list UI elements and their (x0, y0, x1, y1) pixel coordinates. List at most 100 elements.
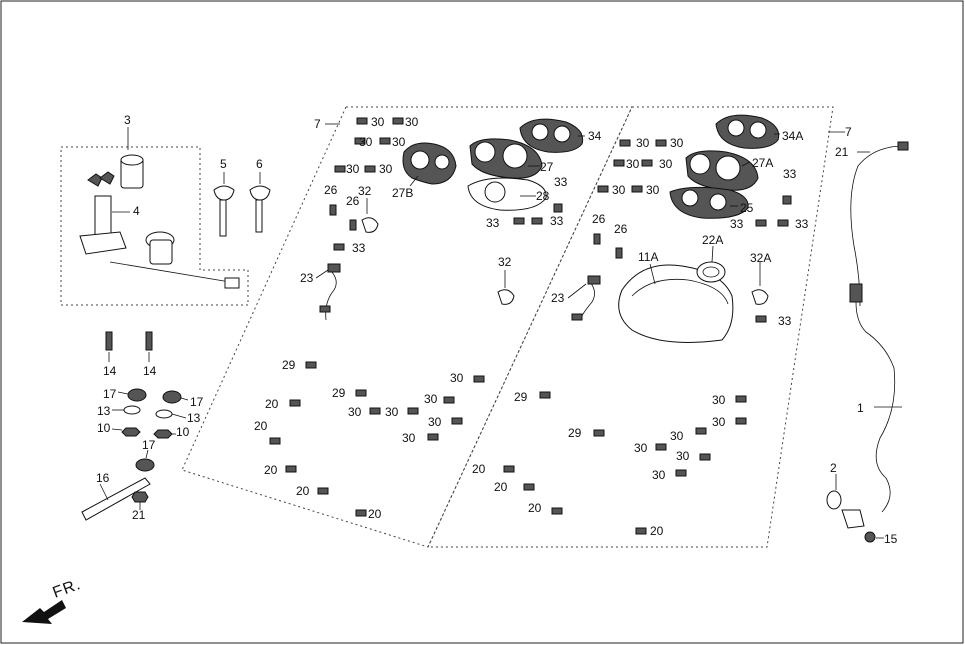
callout-21: 21 (835, 145, 849, 159)
callout-14: 14 (143, 364, 157, 378)
callout-25: 25 (740, 201, 754, 215)
callout-30: 30 (428, 415, 442, 429)
callout-30: 30 (634, 441, 648, 455)
meter-case-27 (469, 138, 543, 179)
callout-17: 17 (190, 395, 204, 409)
callout-1: 1 (857, 401, 864, 415)
callout-3: 3 (124, 113, 131, 127)
callout-2: 2 (830, 461, 837, 475)
callout-33: 33 (550, 214, 564, 228)
callout-11a: 11A (638, 250, 658, 264)
callout-4: 4 (133, 204, 140, 218)
callout-34a: 34A (782, 129, 803, 143)
callout-26: 26 (592, 212, 606, 226)
callout-16: 16 (96, 471, 110, 485)
callout-33: 33 (486, 216, 500, 230)
meter-lens-34 (519, 118, 584, 153)
callout-7: 7 (845, 125, 852, 139)
callout-28: 28 (536, 189, 550, 203)
callout-22a: 22A (702, 233, 723, 247)
callout-29: 29 (514, 390, 528, 404)
callout-30: 30 (626, 157, 640, 171)
sub-harness-23-left (319, 263, 341, 321)
callout-30: 30 (450, 371, 464, 385)
callout-30: 30 (670, 429, 684, 443)
speed-sensor-cable (826, 141, 909, 543)
callout-21: 21 (132, 508, 146, 522)
callout-30: 30 (392, 135, 406, 149)
callout-30: 30 (405, 115, 419, 129)
sub-harness-23-right (571, 275, 601, 321)
callout-29: 29 (282, 358, 296, 372)
callout-5: 5 (220, 157, 227, 171)
direction-label: FR. (51, 576, 84, 602)
meter-lower-case-25 (669, 186, 749, 219)
callout-20: 20 (264, 463, 278, 477)
callout-7: 7 (314, 117, 321, 131)
callout-17: 17 (142, 438, 156, 452)
callout-20: 20 (494, 480, 508, 494)
callout-33: 33 (730, 217, 744, 231)
front-direction-arrow (22, 600, 66, 624)
callout-29: 29 (568, 426, 582, 440)
callout-30: 30 (385, 405, 399, 419)
meter-cover-27B (402, 142, 457, 185)
callout-30: 30 (346, 162, 360, 176)
key-blank-6 (249, 172, 271, 233)
callout-23: 23 (551, 291, 565, 305)
screws-left (269, 117, 563, 517)
callout-30: 30 (402, 431, 416, 445)
callout-20: 20 (528, 501, 542, 515)
callout-30: 30 (652, 468, 666, 482)
callout-33: 33 (352, 241, 366, 255)
leader-lines (315, 123, 845, 299)
callout-6: 6 (256, 157, 263, 171)
screws-right (503, 139, 792, 535)
callout-10: 10 (176, 425, 190, 439)
callout-33: 33 (783, 167, 797, 181)
callout-33: 33 (554, 175, 568, 189)
callout-33: 33 (795, 217, 809, 231)
mounting-hardware (81, 331, 189, 521)
callout-30: 30 (371, 115, 385, 129)
callout-30: 30 (712, 415, 726, 429)
callout-30: 30 (359, 135, 373, 149)
callout-33: 33 (778, 314, 792, 328)
meter-case-27A (685, 150, 759, 191)
meter-lower-case-28 (467, 177, 547, 211)
callout-29: 29 (332, 386, 346, 400)
callout-13: 13 (97, 404, 111, 418)
callout-30: 30 (636, 136, 650, 150)
callout-17: 17 (103, 387, 117, 401)
ignition-group-box (60, 146, 249, 306)
meter-visor-11A (618, 264, 734, 343)
callout-30: 30 (659, 157, 673, 171)
callout-30: 30 (424, 392, 438, 406)
key-blank-5 (213, 172, 235, 237)
meter-panel-left (181, 106, 633, 548)
callout-27: 27 (540, 160, 554, 174)
callout-30: 30 (612, 183, 626, 197)
callout-30: 30 (646, 183, 660, 197)
callout-13: 13 (187, 411, 201, 425)
callout-30: 30 (348, 405, 362, 419)
ring-22A (696, 261, 726, 283)
callout-34: 34 (588, 129, 602, 143)
ignition-switch-assembly (79, 127, 240, 289)
callout-26: 26 (346, 194, 360, 208)
callout-20: 20 (296, 484, 310, 498)
callout-23: 23 (300, 271, 314, 285)
callout-20: 20 (265, 397, 279, 411)
callout-27b: 27B (392, 186, 413, 200)
callout-26: 26 (614, 222, 628, 236)
callout-26: 26 (324, 183, 338, 197)
callout-14: 14 (103, 364, 117, 378)
callout-20: 20 (650, 524, 664, 538)
callout-30: 30 (670, 136, 684, 150)
callout-15: 15 (884, 532, 898, 546)
callout-32: 32 (358, 184, 372, 198)
